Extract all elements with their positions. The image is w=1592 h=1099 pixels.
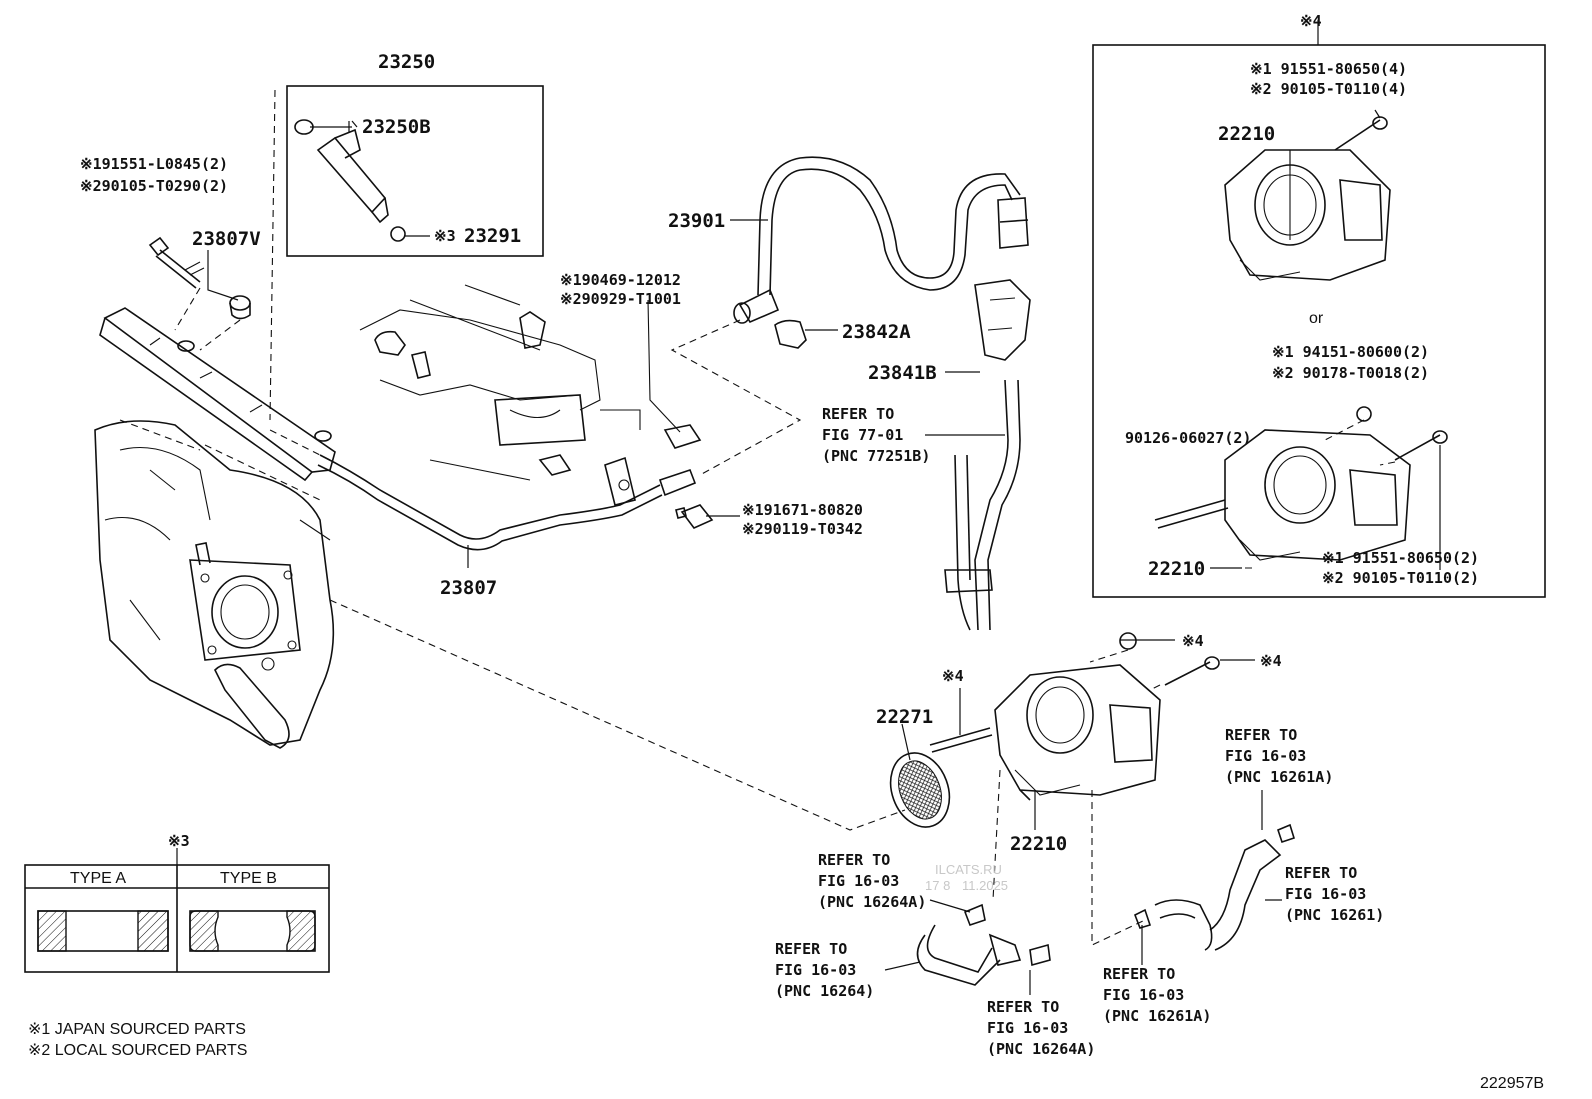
label-tb-bolt-2: ※2 90105-T0110(2): [1322, 569, 1479, 587]
vapor-tubes: [944, 379, 1021, 631]
label-tb-bolt-1: ※1 91551-80650(2): [1322, 549, 1479, 567]
throttle-body-main: [929, 632, 1220, 801]
label-pipe-bolt-1: ※191671-80820: [742, 501, 863, 519]
refer-77-line3: (PNC 77251B): [822, 447, 930, 465]
injector-box: [286, 85, 544, 257]
label-gasket: 22271: [876, 706, 933, 728]
clip-23841b: [974, 279, 1031, 361]
refer-16264a-upper-2: FIG 16-03: [818, 872, 899, 890]
label-rail-bolt-2: ※290105-T0290(2): [80, 177, 228, 195]
label-throttle-box-mark: ※4: [1300, 12, 1322, 30]
legend-japan: ※1 JAPAN SOURCED PARTS: [28, 1021, 246, 1038]
label-fuel-pipe: 23807: [440, 577, 497, 599]
refer-16264a-upper-1: REFER TO: [818, 851, 890, 869]
fuel-pipe-clamp: [647, 299, 702, 449]
gasket-dashed-line: [329, 599, 1161, 831]
refer-16264a-lower-1: REFER TO: [987, 998, 1059, 1016]
label-tb-nut-1: ※1 94151-80600(2): [1272, 343, 1429, 361]
label-tb-top-body: 22210: [1218, 123, 1275, 145]
hose-dashed-lines: [670, 319, 802, 476]
label-hose-clamp: 23842A: [842, 321, 911, 343]
diagram-code: 222957B: [1480, 1075, 1544, 1092]
watermark-line2: 11.2025: [962, 878, 1008, 893]
label-main-nut-mark: ※4: [1182, 632, 1204, 650]
label-spacer: 23807V: [192, 228, 261, 250]
watermark-line1: ILCATS.RU: [935, 862, 1002, 877]
label-tb-stud: 90126-06027(2): [1125, 429, 1251, 447]
refer-16264-3: (PNC 16264): [775, 982, 874, 1000]
refer-16261-2: FIG 16-03: [1285, 885, 1366, 903]
label-fuel-hose: 23901: [668, 210, 725, 232]
pipe-bolt: [675, 504, 714, 529]
refer-16261a-bottom-2: FIG 16-03: [1103, 986, 1184, 1004]
throttle-alt-box: [1092, 44, 1546, 598]
throttle-alt-dashed: [1240, 419, 1396, 569]
label-pipe-bolt-2: ※290119-T0342: [742, 520, 863, 538]
intake-manifold-drawing: [94, 420, 335, 749]
label-or: or: [1309, 310, 1324, 327]
label-clamp-1: ※190469-12012: [560, 271, 681, 289]
label-type-a: TYPE A: [70, 870, 126, 887]
type-table: [24, 864, 330, 973]
refer-16261a-top-1: REFER TO: [1225, 726, 1297, 744]
watermark-prefix: 17 8: [925, 878, 950, 893]
main-dashed-lines: [992, 769, 1146, 946]
label-tb-top-bolt-1: ※1 91551-80650(4): [1250, 60, 1407, 78]
refer-16264a-lower-2: FIG 16-03: [987, 1019, 1068, 1037]
fuel-delivery-pipe: [99, 307, 697, 551]
fuel-injector: [294, 119, 406, 242]
refer-16264-2: FIG 16-03: [775, 961, 856, 979]
refer-16264-1: REFER TO: [775, 940, 847, 958]
label-main-bolt-mark: ※4: [1260, 652, 1282, 670]
refer-77-line1: REFER TO: [822, 405, 894, 423]
label-rail-bolt-1: ※191551-L0845(2): [80, 155, 228, 173]
label-main-body: 22210: [1010, 833, 1067, 855]
rail-dashed-lines: [174, 89, 276, 421]
hose-clamp-23842a: [774, 319, 807, 349]
label-o-ring: 23250B: [362, 116, 431, 138]
refer-16261a-bottom-1: REFER TO: [1103, 965, 1175, 983]
legend-local: ※2 LOCAL SOURCED PARTS: [28, 1042, 247, 1059]
throttle-body-bottom: [1154, 406, 1448, 561]
label-type-b: TYPE B: [220, 870, 277, 887]
refer-16261a-top-3: (PNC 16261A): [1225, 768, 1333, 786]
throttle-gasket: [889, 752, 951, 828]
rail-bolt: [148, 236, 205, 289]
fuel-hose: [733, 156, 1029, 324]
coolant-hoses: [916, 823, 1295, 986]
label-insulator-mark: ※3: [434, 227, 456, 245]
label-main-stud-mark: ※4: [942, 667, 964, 685]
label-tb-nut-2: ※2 90178-T0018(2): [1272, 364, 1429, 382]
leader-lines: [176, 20, 1441, 995]
refer-16261-1: REFER TO: [1285, 864, 1357, 882]
refer-16261a-top-2: FIG 16-03: [1225, 747, 1306, 765]
refer-16264a-upper-3: (PNC 16264A): [818, 893, 926, 911]
delivery-pipe-spacer: [229, 295, 251, 320]
label-injector-assy: 23250: [378, 51, 435, 73]
refer-16261a-bottom-3: (PNC 16261A): [1103, 1007, 1211, 1025]
refer-16264a-lower-3: (PNC 16264A): [987, 1040, 1095, 1058]
label-clip: 23841B: [868, 362, 937, 384]
refer-16261-3: (PNC 16261): [1285, 906, 1384, 924]
label-type-table-mark: ※3: [168, 832, 190, 850]
label-insulator: 23291: [464, 225, 521, 247]
rail-dashed-lines-2: [119, 419, 331, 501]
label-tb-top-bolt-2: ※2 90105-T0110(4): [1250, 80, 1407, 98]
label-tb-bottom-body: 22210: [1148, 558, 1205, 580]
cylinder-head-drawing: [359, 284, 641, 506]
throttle-body-top: [1224, 116, 1391, 281]
refer-77-line2: FIG 77-01: [822, 426, 903, 444]
label-clamp-2: ※290929-T1001: [560, 290, 681, 308]
